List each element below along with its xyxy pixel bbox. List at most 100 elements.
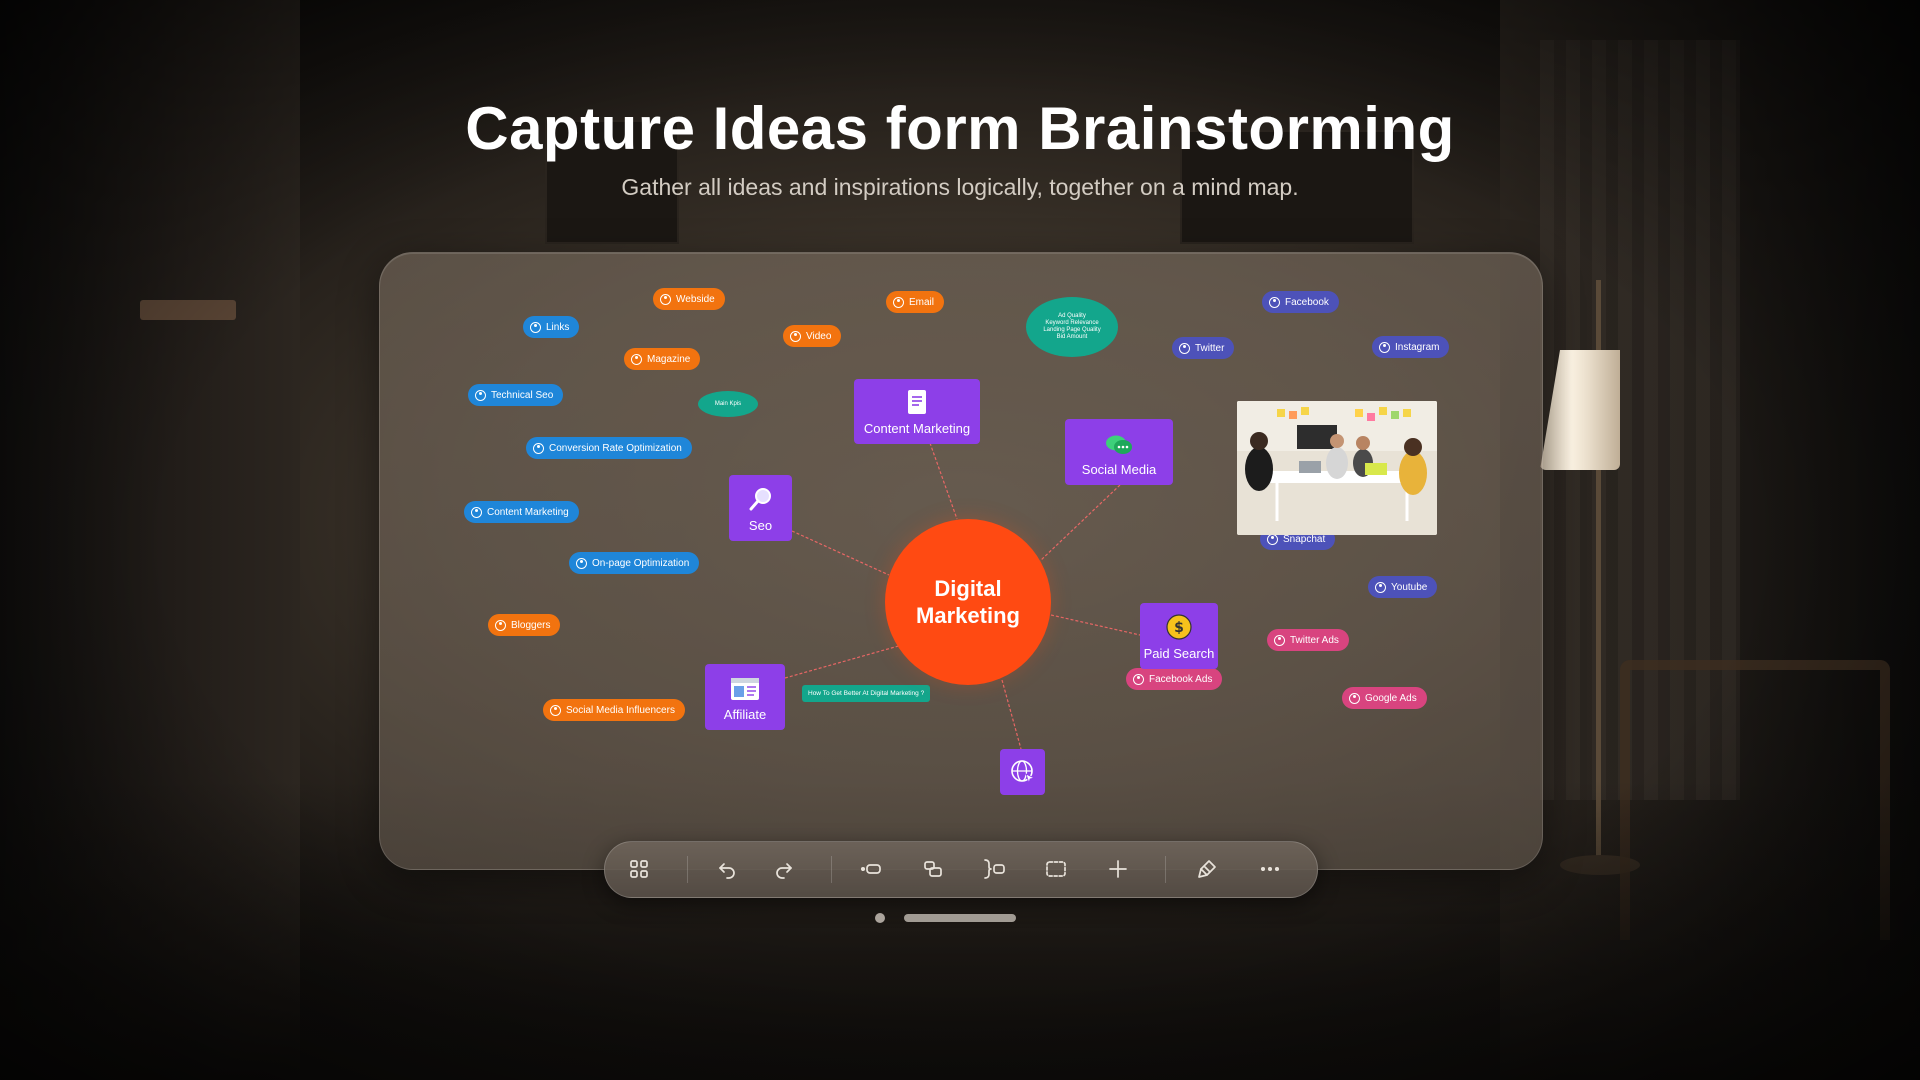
summary-bracket-icon	[984, 859, 1005, 879]
bubble-label: How To Get Better At Digital Marketing ?	[808, 690, 925, 697]
node-twitter[interactable]: Twitter	[1172, 337, 1235, 359]
connector-affiliate	[784, 644, 903, 679]
bubble-label: Main Kpis	[714, 400, 742, 407]
connector-content-marketing	[929, 442, 958, 520]
connector-social-media	[1039, 484, 1121, 562]
page-subtitle: Gather all ideas and inspirations logica…	[621, 174, 1299, 200]
central-topic-label: Digital Marketing	[916, 575, 1020, 629]
node-label: Video	[806, 330, 832, 342]
card-affiliate[interactable]: Affiliate	[705, 664, 785, 730]
node-label: Youtube	[1391, 581, 1428, 593]
central-topic-line: Marketing	[916, 603, 1020, 628]
person-circle-icon	[1349, 692, 1360, 704]
sibling-topic-icon	[860, 864, 881, 874]
card-web[interactable]	[1000, 749, 1045, 795]
grid-icon	[630, 860, 648, 878]
brush-icon	[1198, 860, 1216, 878]
person-circle-icon	[1375, 581, 1386, 593]
node-technical-seo[interactable]: Technical Seo	[468, 384, 564, 406]
central-topic[interactable]: Digital Marketing	[885, 519, 1051, 685]
node-label: Links	[546, 321, 570, 333]
add-sibling-button[interactable]	[856, 854, 886, 884]
window-close-dot[interactable]	[875, 913, 885, 923]
magnifier-icon	[749, 488, 771, 511]
node-label: Twitter Ads	[1290, 634, 1339, 646]
node-instagram[interactable]: Instagram	[1372, 336, 1450, 358]
mind-map-window[interactable]: Webside Email Links Video Magazine Techn…	[379, 252, 1543, 870]
node-label: Email	[909, 296, 935, 308]
node-email[interactable]: Email	[886, 291, 945, 313]
node-label: On-page Optimization	[592, 557, 690, 569]
insert-button[interactable]	[1103, 854, 1133, 884]
node-twitter-ads[interactable]: Twitter Ads	[1267, 629, 1349, 651]
card-content-marketing[interactable]: Content Marketing	[854, 379, 980, 444]
mind-map-canvas[interactable]: Webside Email Links Video Magazine Techn…	[380, 253, 1542, 869]
undo-button[interactable]	[712, 854, 742, 884]
toolbar-divider	[687, 856, 688, 883]
node-magazine[interactable]: Magazine	[624, 348, 701, 370]
redo-icon	[776, 863, 792, 879]
node-social-media-influencers[interactable]: Social Media Influencers	[543, 699, 685, 721]
node-facebook[interactable]: Facebook	[1262, 291, 1339, 313]
node-facebook-ads[interactable]: Facebook Ads	[1126, 668, 1223, 690]
person-circle-icon	[1269, 296, 1280, 308]
node-label: Technical Seo	[491, 389, 554, 401]
node-label: Facebook Ads	[1149, 673, 1213, 685]
add-boundary-button[interactable]	[1041, 854, 1071, 884]
node-on-page-optimization[interactable]: On-page Optimization	[569, 552, 700, 574]
person-circle-icon	[533, 442, 544, 454]
bubble-line: Keyword Relevance	[1045, 320, 1099, 326]
browser-window-icon	[731, 678, 759, 700]
person-circle-icon	[550, 704, 561, 716]
bubble-how-to[interactable]: How To Get Better At Digital Marketing ?	[802, 685, 931, 702]
bubble-ad-quality[interactable]: Ad Quality Keyword Relevance Landing Pag…	[1026, 297, 1118, 357]
card-label: Affiliate	[723, 707, 767, 722]
connector-web	[1001, 679, 1022, 750]
node-google-ads[interactable]: Google Ads	[1342, 687, 1427, 709]
node-links[interactable]: Links	[523, 316, 580, 338]
bubble-main-kpis[interactable]: Main Kpis	[698, 391, 758, 417]
node-label: Conversion Rate Optimization	[549, 442, 682, 454]
format-button[interactable]	[1192, 854, 1222, 884]
node-bloggers[interactable]: Bloggers	[488, 614, 561, 636]
redo-button[interactable]	[769, 854, 799, 884]
node-label: Facebook	[1285, 296, 1329, 308]
node-label: Twitter	[1195, 342, 1225, 354]
more-button[interactable]	[1255, 854, 1285, 884]
person-circle-icon	[1179, 342, 1190, 354]
card-paid-search[interactable]: $ Paid Search	[1140, 603, 1218, 669]
connector-paid-search	[1050, 614, 1141, 636]
person-circle-icon	[471, 506, 482, 518]
node-label: Bloggers	[511, 619, 551, 631]
bubble-line: Landing Page Quality	[1043, 327, 1101, 333]
node-website[interactable]: Webside	[653, 288, 725, 310]
bottom-toolbar	[604, 841, 1318, 898]
node-label: Content Marketing	[487, 506, 569, 518]
bubble-line: Ad Quality	[1058, 313, 1086, 319]
node-label: Instagram	[1395, 341, 1440, 353]
card-label: Paid Search	[1143, 646, 1215, 661]
card-seo[interactable]: Seo	[729, 475, 792, 541]
layout-button[interactable]	[624, 854, 654, 884]
add-subtopic-button[interactable]	[918, 854, 948, 884]
dollar-coin-icon: $	[1166, 614, 1192, 640]
node-content-marketing-small[interactable]: Content Marketing	[464, 501, 579, 523]
person-circle-icon	[660, 293, 671, 305]
window-grabber-bar[interactable]	[904, 914, 1016, 922]
person-circle-icon	[576, 557, 587, 569]
team-meeting-photo[interactable]	[1237, 401, 1437, 535]
more-icon	[1260, 866, 1280, 872]
bubble-ad-quality-text: Ad Quality Keyword Relevance Landing Pag…	[1043, 313, 1100, 341]
node-conversion-rate-optimization[interactable]: Conversion Rate Optimization	[526, 437, 692, 459]
globe-cursor-icon	[1010, 760, 1035, 785]
node-label: Social Media Influencers	[566, 704, 675, 716]
node-video[interactable]: Video	[783, 325, 842, 347]
svg-text:$: $	[1174, 620, 1184, 636]
node-youtube[interactable]: Youtube	[1368, 576, 1438, 598]
team-meeting-image	[1237, 401, 1437, 535]
card-social-media[interactable]: Social Media	[1065, 419, 1173, 485]
add-summary-button[interactable]	[979, 854, 1009, 884]
person-circle-icon	[1379, 341, 1390, 353]
node-label: Snapchat	[1283, 533, 1326, 545]
